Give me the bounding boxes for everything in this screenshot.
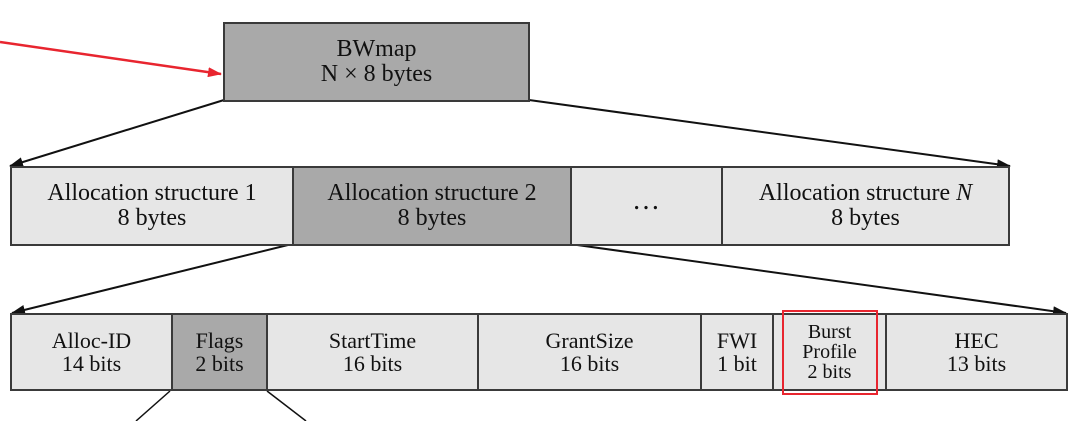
field-fwi-box: FWI 1 bit (700, 313, 774, 391)
allocation-structure-n-size: 8 bytes (831, 205, 900, 231)
allocation-structure-2-box: Allocation structure 2 8 bytes (292, 166, 572, 246)
field-fwi-size: 1 bit (717, 351, 757, 376)
allocation-structure-2-label: Allocation structure 2 (327, 179, 537, 206)
field-alloc-id-box: Alloc-ID 14 bits (10, 313, 173, 391)
field-fwi-name: FWI (716, 327, 758, 353)
field-burst-profile-name-2: Profile (802, 341, 857, 363)
incoming-red-arrow (0, 40, 222, 78)
field-grantsize-box: GrantSize 16 bits (477, 313, 702, 391)
field-grantsize-name: GrantSize (545, 327, 634, 353)
bwmap-expand-right-line (528, 99, 1011, 170)
allocation-expand-left-line (11, 243, 293, 315)
allocation-structure-n-label-italic: N (956, 179, 973, 206)
allocation-expand-right-line (569, 243, 1067, 317)
field-flags-size: 2 bits (195, 351, 244, 376)
allocation-structure-n-label: Allocation structure N (758, 179, 973, 206)
flags-expand-left-line (135, 390, 171, 421)
allocation-structure-2-size: 8 bytes (397, 205, 467, 231)
field-grantsize-size: 16 bits (559, 351, 620, 376)
field-burst-profile-size: 2 bits (807, 361, 852, 383)
field-alloc-id-name: Alloc-ID (51, 327, 132, 353)
allocation-structure-ellipsis-box: … (570, 166, 723, 246)
field-starttime-name: StartTime (328, 327, 417, 353)
flags-expand-right-line (266, 390, 307, 421)
field-burst-profile-name-1: Burst (807, 321, 852, 343)
allocation-structure-1-size: 8 bytes (117, 205, 187, 231)
field-starttime-box: StartTime 16 bits (266, 313, 479, 391)
bwmap-box: BWmap N × 8 bytes (223, 22, 530, 102)
bwmap-size: N × 8 bytes (320, 61, 433, 87)
allocation-structure-1-box: Allocation structure 1 8 bytes (10, 166, 294, 246)
allocation-structure-ellipsis: … (632, 185, 661, 217)
field-flags-name: Flags (195, 327, 244, 353)
field-hec-box: HEC 13 bits (885, 313, 1068, 391)
bwmap-title: BWmap (336, 35, 417, 62)
allocation-structure-1-label: Allocation structure 1 (47, 179, 257, 206)
field-starttime-size: 16 bits (342, 351, 403, 376)
field-hec-size: 13 bits (946, 351, 1007, 376)
allocation-structure-n-label-prefix: Allocation structure (758, 179, 957, 206)
field-hec-name: HEC (954, 327, 999, 353)
field-burst-profile-box: Burst Profile 2 bits (772, 313, 887, 391)
field-flags-box: Flags 2 bits (171, 313, 268, 391)
field-alloc-id-size: 14 bits (61, 351, 122, 376)
allocation-structure-n-box: Allocation structure N 8 bytes (721, 166, 1010, 246)
bwmap-expand-left-line (9, 99, 225, 167)
